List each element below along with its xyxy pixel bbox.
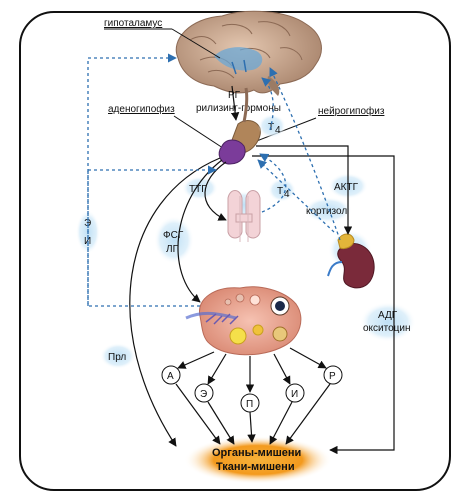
label-t4-mid: T xyxy=(277,186,283,197)
diagram-frame xyxy=(19,11,451,491)
label-circle-p: П xyxy=(246,399,253,410)
label-actg: АКТГ xyxy=(334,182,359,193)
hormone-circle-e: Э xyxy=(194,383,214,403)
brain-illustration xyxy=(175,10,322,96)
halo-adg xyxy=(360,302,416,342)
halo-fsg-lg xyxy=(154,216,194,264)
label-prl: Прл xyxy=(108,352,126,363)
label-oxytocin: окситоцин xyxy=(363,323,411,334)
halo-t4-mid xyxy=(268,178,296,202)
label-circle-r: Р xyxy=(329,371,336,382)
pituitary-gland xyxy=(218,87,261,165)
feedback-arrows xyxy=(87,53,341,307)
label-target-tissues: Ткани-мишени xyxy=(216,461,295,473)
label-t4-top-sub: 4 xyxy=(275,125,281,136)
hormone-circle-i: И xyxy=(285,383,305,403)
label-hypothalamus: гипоталамус xyxy=(104,18,162,29)
target-glow xyxy=(184,436,332,484)
label-adg: АДГ xyxy=(378,310,398,321)
kidney-adrenal xyxy=(327,230,375,289)
label-fsg: ФСГ xyxy=(163,230,184,241)
pointer-hypothalamus-2 xyxy=(171,28,221,59)
label-ttg: ТТГ xyxy=(189,184,207,195)
hormone-circle-a: А xyxy=(161,365,181,385)
solid-arrows xyxy=(129,85,395,455)
label-t4-mid-sub: 4 xyxy=(284,189,290,200)
ovary-illustration xyxy=(185,286,302,356)
label-lg: ЛГ xyxy=(166,244,179,255)
pointer-adenohypophysis xyxy=(173,115,227,151)
label-circle-i: И xyxy=(291,389,298,400)
label-cortisol: кортизол xyxy=(306,206,347,217)
halo-cortisol xyxy=(304,197,352,223)
label-neurohypophysis: нейрогипофиз xyxy=(318,105,385,117)
label-target-organs: Органы-мишени xyxy=(212,447,301,459)
label-circle-e: Э xyxy=(200,389,207,400)
halo-t4-top xyxy=(258,114,286,138)
label-rg: РГ xyxy=(228,90,241,101)
thyroid-gland xyxy=(226,190,262,242)
halo-ttg xyxy=(182,176,218,200)
halo-prl xyxy=(100,343,136,369)
hormone-circle-p: П xyxy=(240,393,260,413)
label-releasing-hormones: рилизинг-гормоны xyxy=(196,103,281,114)
label-circle-a: А xyxy=(167,371,174,382)
label-adenohypophysis: аденогипофиз xyxy=(108,103,175,115)
hormone-circle-r: Р xyxy=(323,365,343,385)
